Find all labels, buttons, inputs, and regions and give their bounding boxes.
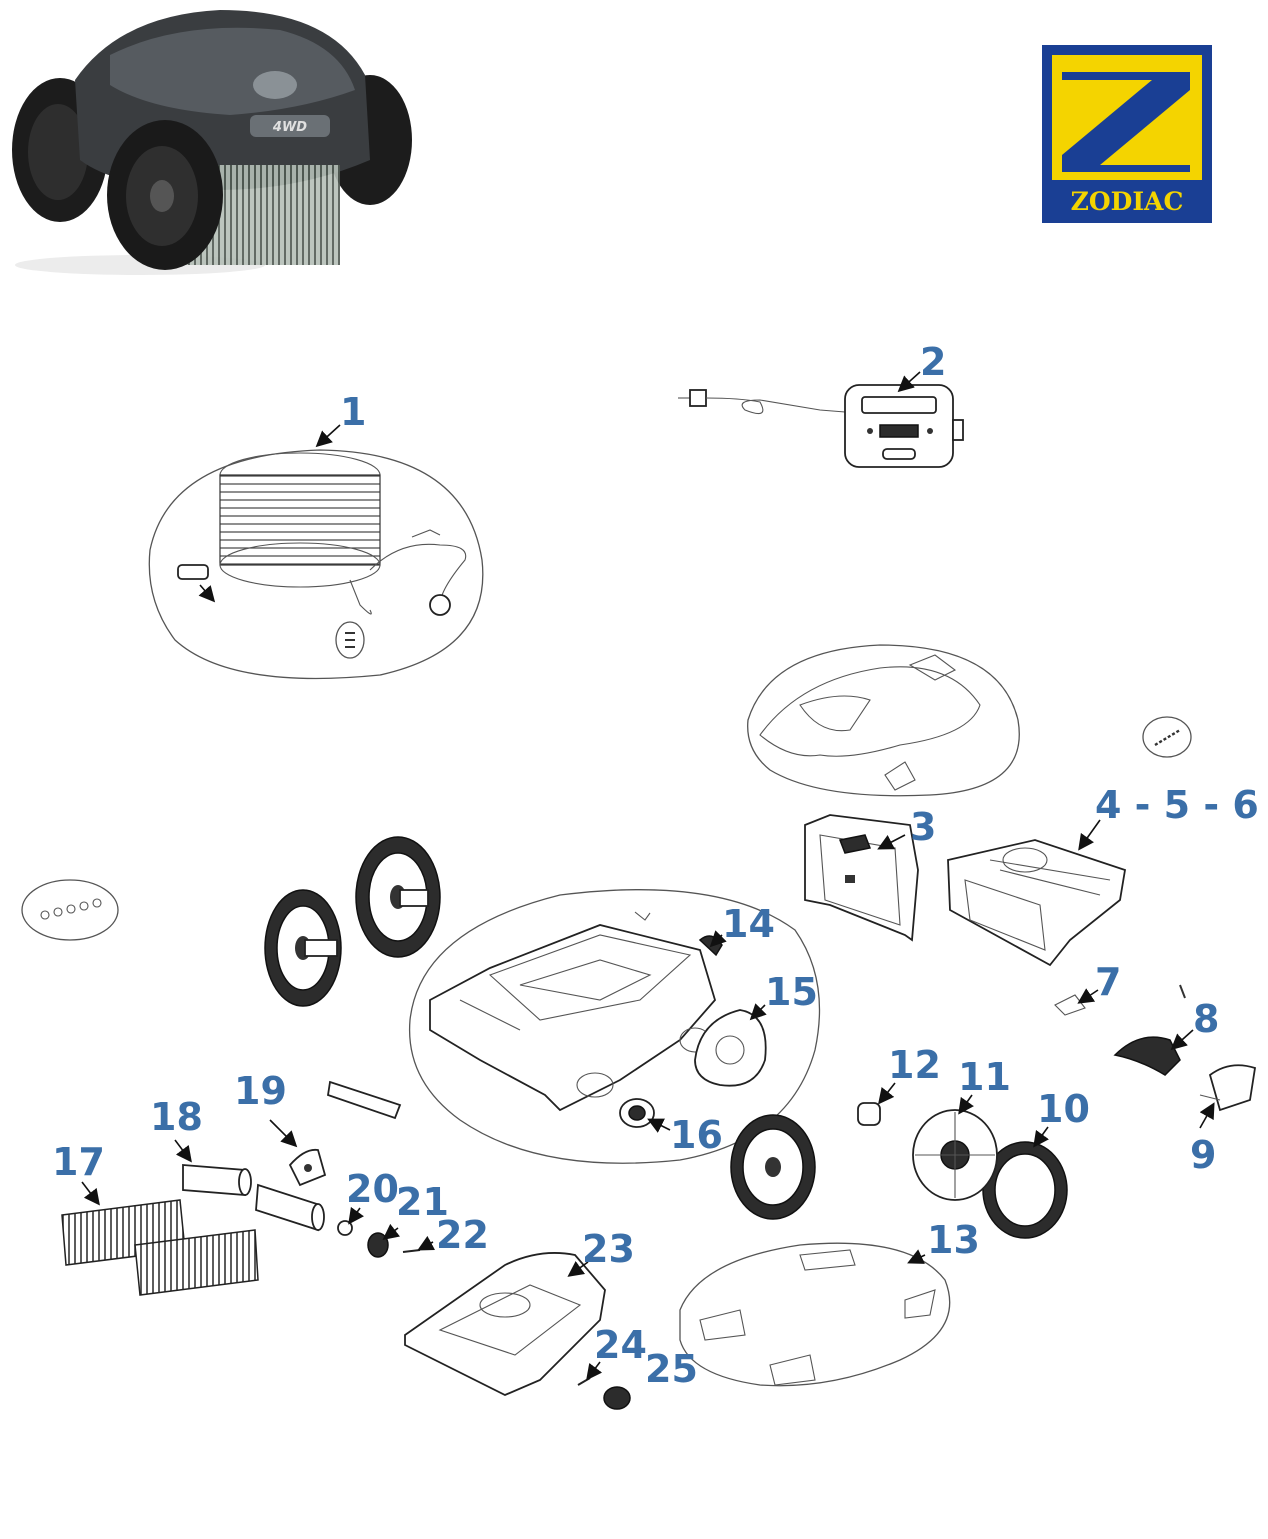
- callout-8: 8: [1193, 997, 1219, 1041]
- callout-1: 1: [340, 390, 366, 434]
- callout-13: 13: [927, 1218, 980, 1262]
- callout-21: 21: [396, 1180, 449, 1224]
- part-25-gear: [603, 1386, 631, 1410]
- callout-12: 12: [888, 1043, 941, 1087]
- part-23-motor-block: [404, 1252, 606, 1396]
- part-20-washer: [337, 1220, 353, 1236]
- top-cover-bubble: [747, 644, 1020, 797]
- part-10-tire: [982, 1141, 1068, 1239]
- part-2-power-supply: [678, 384, 964, 468]
- callout-2: 2: [920, 340, 946, 384]
- part-24-pin: [577, 1377, 591, 1386]
- part-21-bushing: [367, 1232, 389, 1258]
- callout-17: 17: [52, 1140, 105, 1184]
- callout-18: 18: [150, 1095, 203, 1139]
- callout-4-5-6: 4 - 5 - 6: [1095, 783, 1259, 827]
- robot-product-photo: 4WD: [12, 10, 412, 275]
- part-19-cap: [288, 1148, 327, 1187]
- bar-part: [326, 1080, 402, 1120]
- callout-arrows: [81, 371, 1215, 1381]
- callout-19: 19: [234, 1069, 287, 1113]
- callout-24: 24: [594, 1323, 647, 1367]
- screws-bubble: [1142, 716, 1192, 758]
- robot-badge-4wd: 4WD: [272, 120, 307, 135]
- callout-22: 22: [436, 1213, 489, 1257]
- part-11-wheel-hub: [912, 1109, 998, 1201]
- part-22-pin: [402, 1249, 421, 1253]
- part-9-tube: [1199, 1064, 1257, 1112]
- part-15-side-bracket: [694, 1009, 767, 1087]
- callout-25: 25: [645, 1347, 698, 1391]
- callout-10: 10: [1037, 1087, 1090, 1131]
- wheel-center: [730, 1114, 816, 1220]
- part-1-cable-kit: [148, 449, 484, 680]
- callout-9: 9: [1190, 1133, 1216, 1177]
- part-13-bottom-cover: [679, 1242, 951, 1387]
- part-12-bolt: [857, 1102, 881, 1126]
- callout-14: 14: [722, 902, 775, 946]
- callout-15: 15: [765, 970, 818, 1014]
- callout-23: 23: [582, 1227, 635, 1271]
- chassis-bubble: [408, 889, 821, 1164]
- zodiac-logo-text: ZODIAC: [1071, 187, 1184, 216]
- callout-11: 11: [958, 1055, 1011, 1099]
- part-3-filter-support: [804, 814, 919, 942]
- part-7-latch: [1054, 994, 1086, 1016]
- wheels-left-pair: [264, 836, 441, 1007]
- part-18-rollers: [182, 1164, 325, 1232]
- clips-bubble: [21, 879, 119, 941]
- part-17-brushes: [61, 1199, 259, 1296]
- part-4-5-6-filter: [947, 839, 1127, 967]
- part-8-hood: [1113, 984, 1186, 1076]
- callout-3: 3: [910, 805, 936, 849]
- callout-20: 20: [346, 1167, 399, 1211]
- callout-16: 16: [670, 1113, 723, 1157]
- part-16-gear: [619, 1098, 655, 1128]
- callout-7: 7: [1095, 960, 1121, 1004]
- zodiac-logo: ZODIAC: [1042, 45, 1212, 223]
